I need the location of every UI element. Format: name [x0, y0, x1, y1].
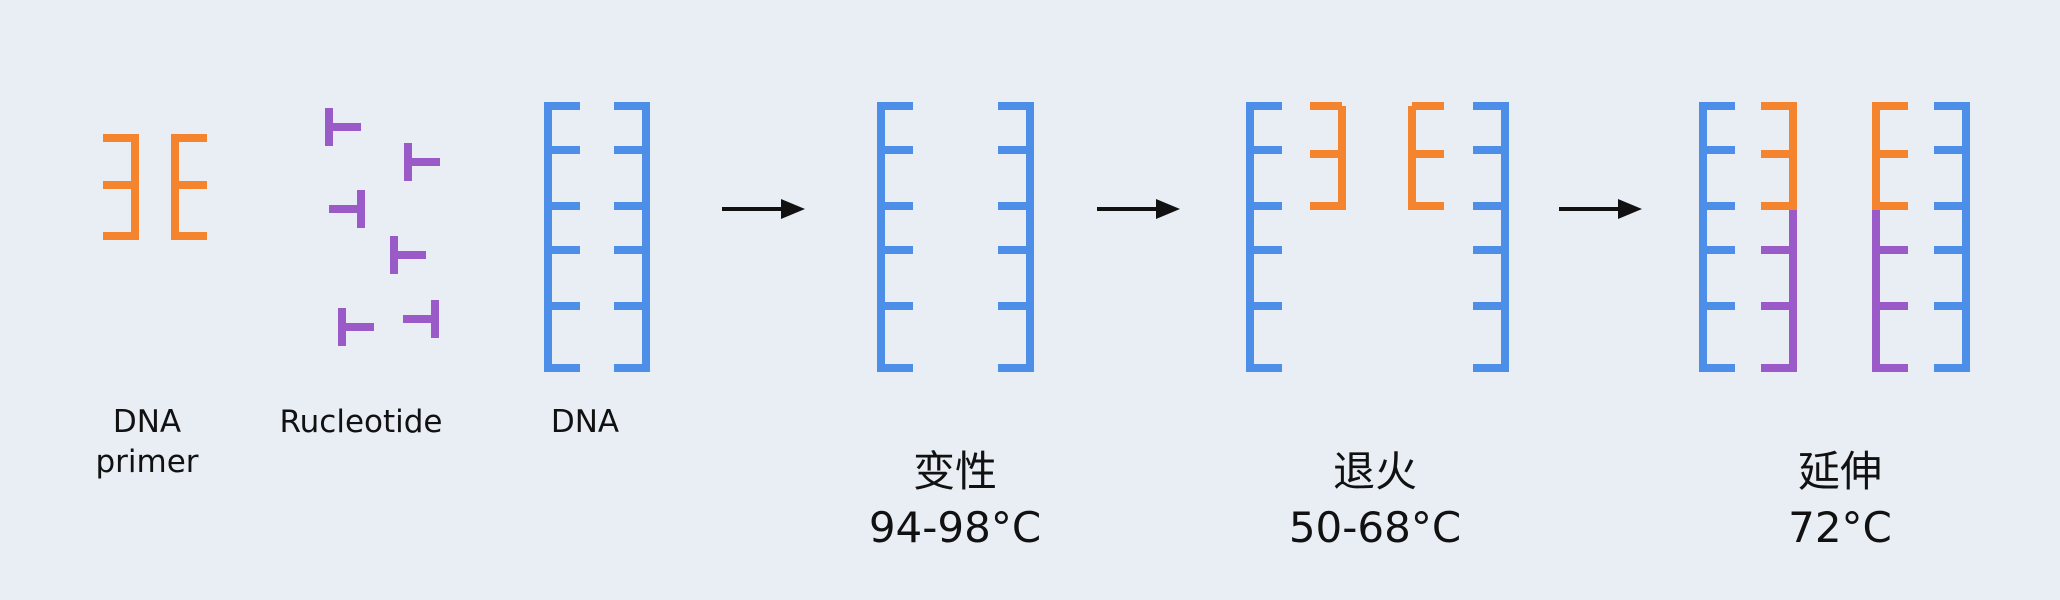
denaturation-strands	[877, 102, 1034, 372]
primer-icon	[103, 134, 207, 240]
primer-label: DNA primer	[95, 402, 198, 482]
step-extension-temperature: 72°C	[1788, 503, 1892, 552]
primer-label-line2: primer	[95, 444, 199, 480]
arrow-to-extension-head	[1618, 199, 1642, 219]
step-extension-label: 延伸 72°C	[1788, 444, 1892, 556]
step-denaturation-temperature: 94-98°C	[868, 503, 1042, 552]
nucleotide-label: Rucleotide	[279, 404, 443, 440]
nucleotide-icons	[325, 108, 440, 346]
arrow-to-annealing-head	[1156, 199, 1180, 219]
arrow-to-denaturation-head	[781, 199, 805, 219]
primer-label-line1: DNA	[112, 404, 182, 440]
arrow-to-extension	[1559, 199, 1642, 219]
extension-strands	[1699, 102, 1970, 372]
dna-label: DNA	[550, 404, 620, 440]
step-denaturation-name: 变性	[912, 447, 997, 496]
annealing-strands	[1246, 102, 1509, 372]
step-annealing-label: 退火 50-68°C	[1289, 444, 1461, 556]
step-annealing-temperature: 50-68°C	[1288, 503, 1462, 552]
arrow-to-annealing	[1097, 199, 1180, 219]
dna-icon	[544, 102, 650, 372]
arrow-to-denaturation	[722, 199, 805, 219]
step-denaturation-label: 变性 94-98°C	[869, 444, 1041, 556]
step-annealing-name: 退火	[1332, 447, 1417, 496]
step-extension-name: 延伸	[1797, 447, 1882, 496]
